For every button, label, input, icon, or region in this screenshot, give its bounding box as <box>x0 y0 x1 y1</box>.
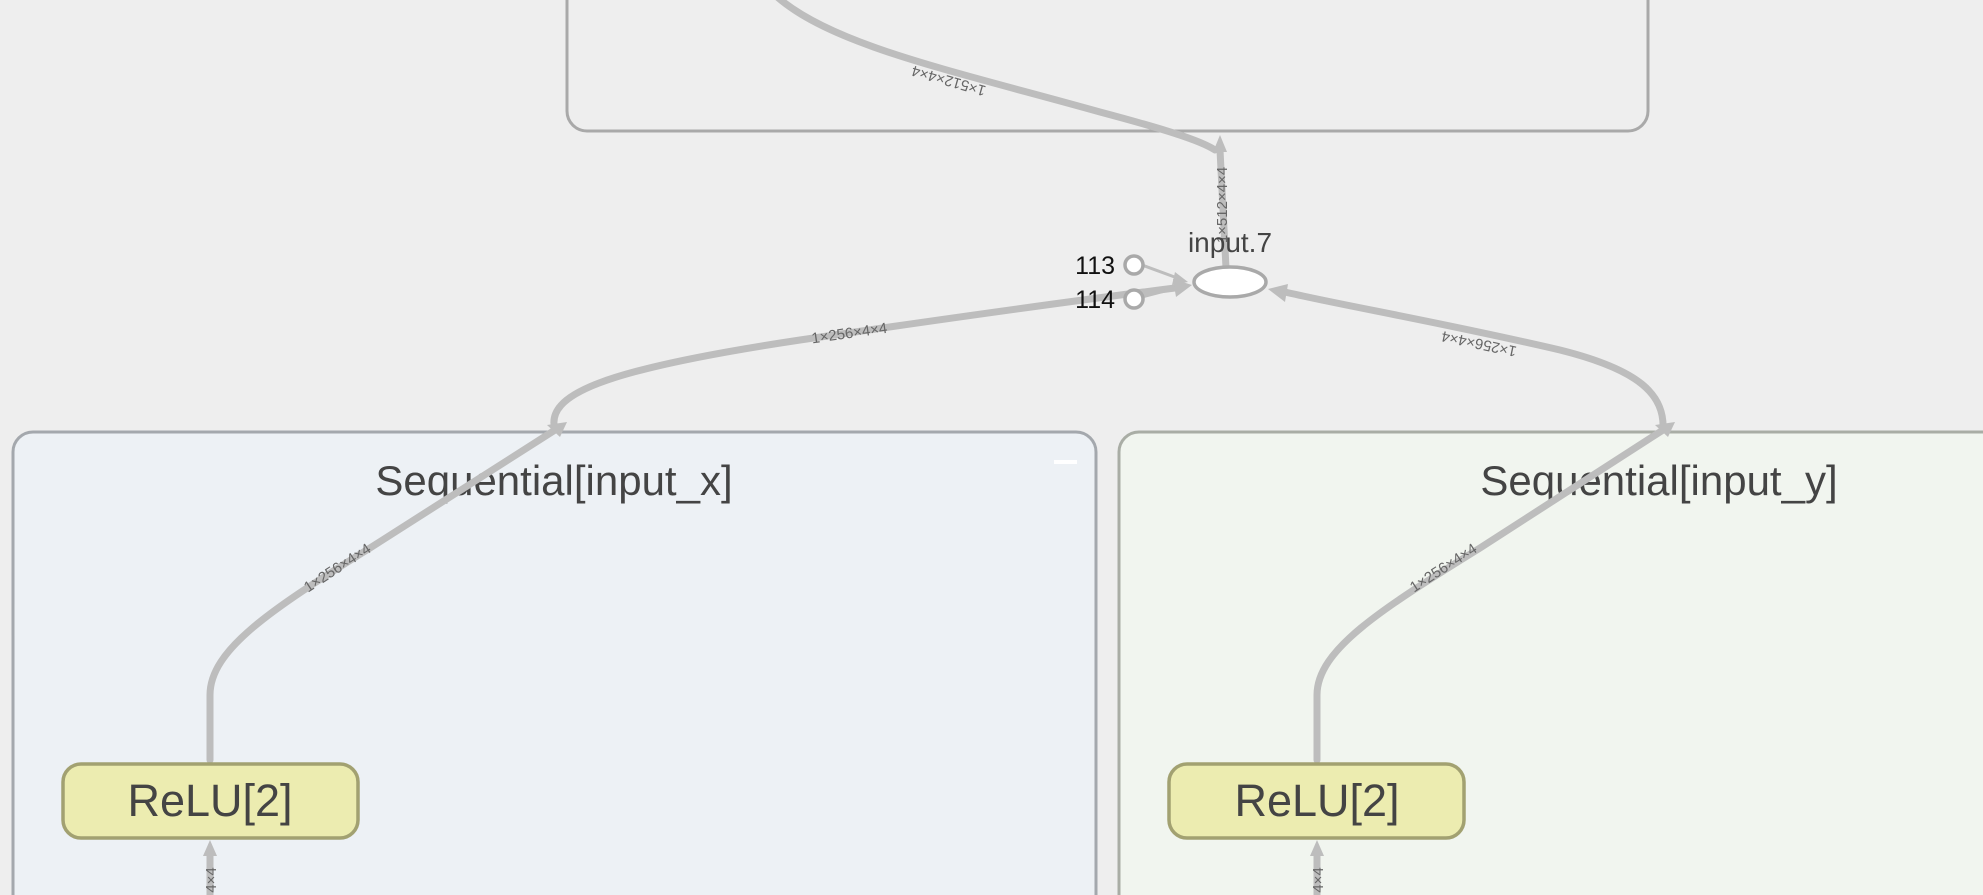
right-relu-in-arrowhead <box>1310 840 1324 856</box>
const-113-node[interactable] <box>1123 254 1145 276</box>
upper-edge <box>775 0 1219 154</box>
left-inner-edge <box>206 426 559 764</box>
right-inner-arrowhead <box>1655 422 1675 437</box>
const-113-edge <box>1141 263 1181 281</box>
left-relu-in-edge-label: 4×4 <box>203 867 220 892</box>
const-114-label: 114 <box>1075 286 1115 314</box>
const-114-edge <box>1141 285 1181 299</box>
merge-up-edge-label: 1×512×4×4 <box>1214 167 1231 243</box>
left-out-edge-label: 1×256×4×4 <box>810 320 888 347</box>
right-out-arrowhead <box>1268 284 1288 302</box>
merge-node[interactable] <box>1192 265 1268 299</box>
right-group-title: Sequential[input_y] <box>1480 457 1837 504</box>
left-out-edge <box>550 284 1179 434</box>
right-relu-label: ReLU[2] <box>1234 775 1399 826</box>
upper-group-box[interactable] <box>565 0 1650 133</box>
left-relu-in-arrowhead <box>203 840 217 856</box>
right-relu-node[interactable] <box>1167 762 1466 840</box>
merge-up-arrowhead <box>1213 135 1227 152</box>
merge-node-name: input.7 <box>1188 227 1272 258</box>
right-relu-in-edge-label: 4×4 <box>1310 867 1327 892</box>
const-113-label: 113 <box>1075 252 1115 280</box>
left-group-collapse-button[interactable] <box>1054 460 1077 464</box>
const-113-arrowhead <box>1172 272 1188 285</box>
right-inner-edge <box>1313 426 1667 764</box>
left-inner-arrowhead <box>547 422 567 437</box>
left-relu-label: ReLU[2] <box>127 775 292 826</box>
right-out-edge <box>1281 288 1667 434</box>
const-114-node[interactable] <box>1123 288 1145 310</box>
left-group-title: Sequential[input_x] <box>375 457 732 504</box>
left-relu-node[interactable] <box>61 762 360 840</box>
merge-up-edge <box>1216 146 1230 272</box>
